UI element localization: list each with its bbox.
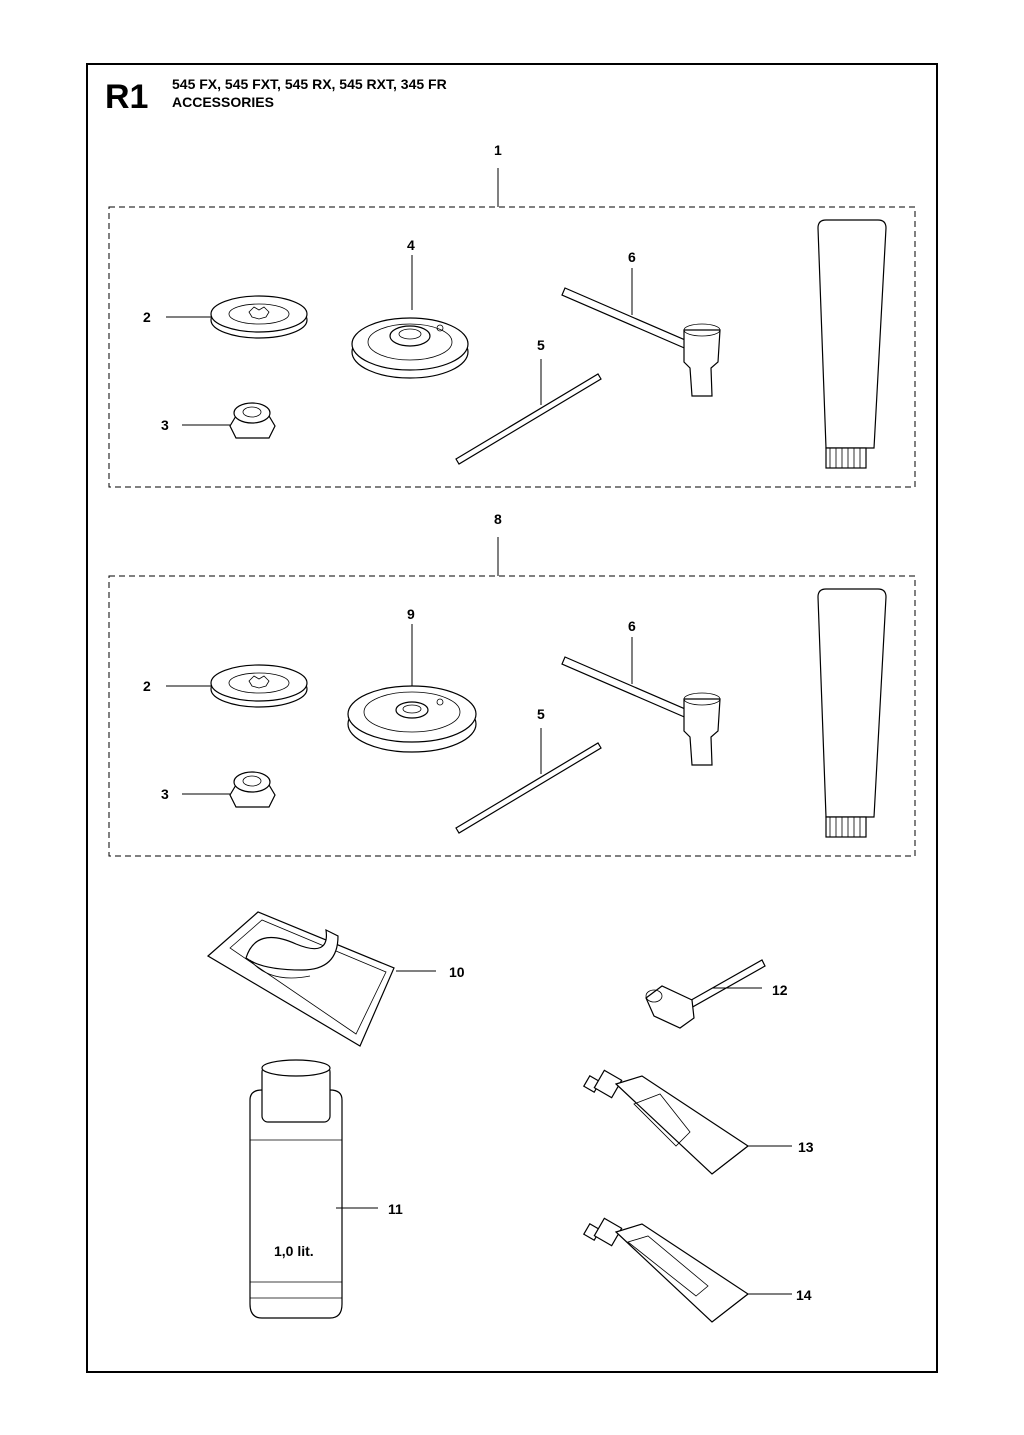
- kit-b: 8 2 3 9: [108, 511, 916, 857]
- bag-drawing: [206, 911, 395, 1047]
- support-cup-drawing: [351, 317, 469, 379]
- grease-tube-drawing: [817, 219, 887, 469]
- callout-washer: 2: [143, 678, 151, 694]
- callout-bottle: 11: [388, 1201, 403, 1217]
- kit-a-box: [108, 206, 916, 488]
- header: R1 545 FX, 545 FXT, 545 RX, 545 RXT, 345…: [105, 76, 447, 116]
- washer-drawing: [210, 664, 308, 708]
- callout-support-cup: 4: [407, 237, 415, 253]
- grease-tube-drawing: [817, 588, 887, 838]
- tube-b-drawing: [582, 1217, 750, 1323]
- rod-drawing: [455, 373, 602, 465]
- callout-tube-b: 14: [796, 1287, 812, 1303]
- callout-washer: 2: [143, 309, 151, 325]
- nut-drawing: [229, 771, 276, 808]
- nut-drawing: [229, 402, 276, 439]
- callout-wrench: 6: [628, 618, 636, 634]
- page-border: [86, 63, 938, 1373]
- callout-nut: 3: [161, 417, 169, 433]
- kit-a: 1 2 3 4: [108, 142, 916, 488]
- oil-bottle-drawing: 1,0 lit.: [249, 1059, 343, 1319]
- kit-b-box: [108, 575, 916, 857]
- support-cup-drawing: [347, 685, 477, 753]
- callout-kit-a: 1: [494, 142, 502, 158]
- washer-drawing: [210, 295, 308, 339]
- wrench-drawing: [561, 287, 721, 397]
- bottle-volume-label: 1,0 lit.: [274, 1243, 314, 1259]
- callout-wrench: 6: [628, 249, 636, 265]
- callout-rod: 5: [537, 706, 545, 722]
- section-title: ACCESSORIES: [172, 94, 274, 110]
- model-list: 545 FX, 545 FXT, 545 RX, 545 RXT, 345 FR: [172, 76, 447, 92]
- tube-a-drawing: [582, 1069, 750, 1175]
- rod-drawing: [455, 742, 602, 834]
- combi-wrench-drawing: [645, 959, 766, 1029]
- callout-combi-wrench: 12: [772, 982, 788, 998]
- callout-tube-a: 13: [798, 1139, 814, 1155]
- callout-kit-b: 8: [494, 511, 502, 527]
- callout-rod: 5: [537, 337, 545, 353]
- wrench-drawing: [561, 656, 721, 766]
- page-code: R1: [105, 78, 148, 116]
- callout-nut: 3: [161, 786, 169, 802]
- callout-bag: 10: [449, 964, 465, 980]
- callout-support-cup: 9: [407, 606, 415, 622]
